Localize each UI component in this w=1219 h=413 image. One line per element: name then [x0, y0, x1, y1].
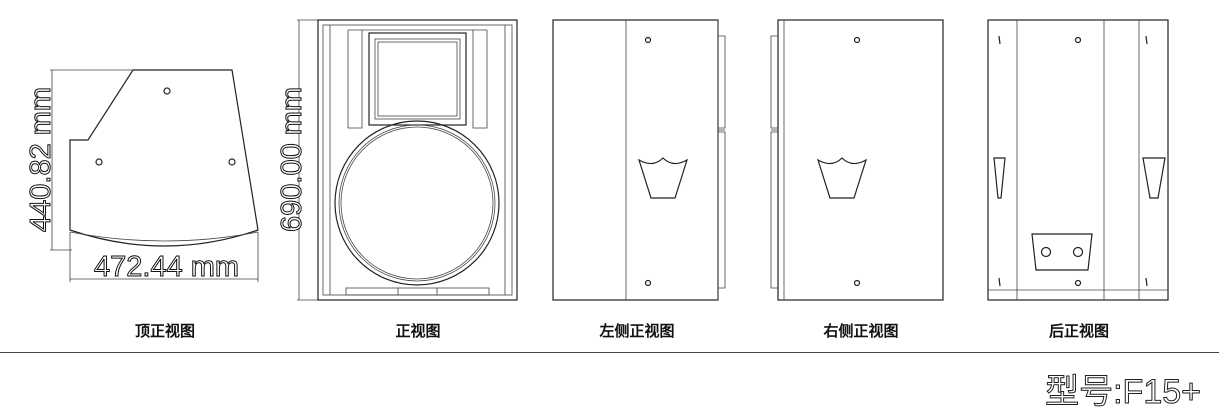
mount-hole — [853, 36, 861, 44]
handle — [993, 157, 1006, 199]
top-view-label: 顶正视图 — [134, 322, 196, 340]
left-side-view-label: 左侧正视图 — [599, 322, 675, 340]
top-view-outline — [69, 69, 259, 247]
right-side-view-label: 右侧正视图 — [823, 322, 899, 340]
connector-jack — [1040, 246, 1052, 258]
divider — [0, 352, 1219, 353]
mount-hole — [1074, 279, 1082, 287]
back-view-label: 后正视图 — [1048, 322, 1110, 340]
back-view — [987, 19, 1169, 301]
handle — [816, 157, 868, 199]
back-cabinet — [987, 19, 1169, 301]
handle — [1142, 157, 1166, 199]
connector-plate — [1031, 233, 1093, 271]
front-view: 690.00 mm — [276, 19, 518, 301]
mount-hole — [163, 87, 171, 95]
left-side-cabinet — [552, 19, 719, 301]
mount-hole — [228, 158, 236, 166]
left-side-view — [552, 19, 726, 301]
mount-hole — [95, 158, 103, 166]
top-view: 440.82 mm 472.44 mm — [25, 69, 259, 284]
mount-hole — [644, 36, 652, 44]
mount-hole — [644, 279, 652, 287]
front-cabinet — [317, 19, 518, 301]
horn — [368, 32, 467, 126]
right-side-view — [770, 19, 944, 301]
top-depth-dimension: 440.82 mm — [25, 87, 57, 232]
front-view-label: 正视图 — [395, 322, 441, 340]
top-width-dimension: 472.44 mm — [94, 251, 239, 283]
handle — [637, 157, 689, 199]
model-number: 型号:F15+ — [1045, 373, 1202, 412]
connector-jack — [1072, 246, 1084, 258]
woofer — [334, 120, 500, 286]
mount-hole — [853, 279, 861, 287]
right-side-cabinet — [777, 19, 944, 301]
mount-hole — [1074, 36, 1082, 44]
front-height-dimension: 690.00 mm — [276, 87, 308, 232]
